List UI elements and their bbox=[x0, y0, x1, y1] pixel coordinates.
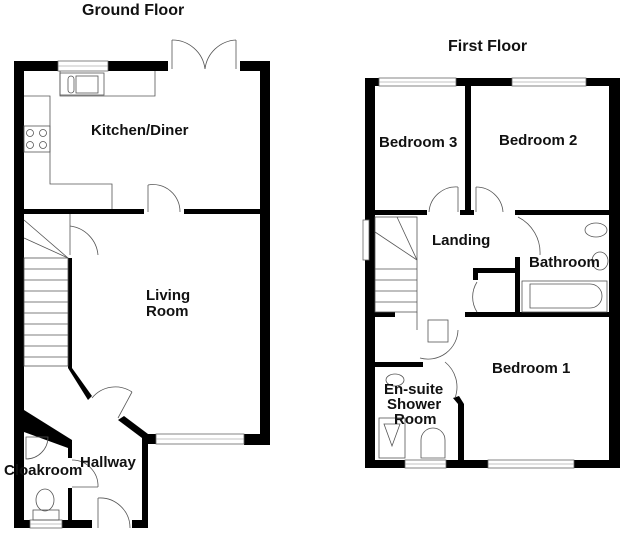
room-label-bedroom-3: Bedroom 3 bbox=[379, 134, 458, 151]
living-door bbox=[91, 386, 133, 419]
french-doors bbox=[171, 39, 237, 70]
ground-floor-title: Ground Floor bbox=[82, 2, 185, 19]
room-label-kitchen-diner: Kitchen/Diner bbox=[91, 122, 189, 139]
room-label-ensuite-line1: En-suite bbox=[384, 381, 444, 398]
ground-floor-walls bbox=[14, 61, 270, 528]
cloakroom-door bbox=[71, 459, 99, 488]
front-door bbox=[97, 497, 131, 529]
room-label-bedroom-1: Bedroom 1 bbox=[492, 360, 571, 377]
bathroom-fixtures bbox=[521, 222, 609, 313]
room-label-living-line2: Room bbox=[146, 303, 189, 320]
room-label-bathroom: Bathroom bbox=[529, 254, 600, 271]
ensuite-fixtures bbox=[378, 373, 446, 459]
room-label-ensuite-line2: Shower bbox=[387, 396, 442, 413]
kitchen-door bbox=[147, 184, 181, 213]
room-label-ensuite-line3: Room bbox=[394, 411, 437, 428]
first-floor-doors bbox=[419, 186, 541, 399]
room-label-bedroom-2: Bedroom 2 bbox=[499, 132, 578, 149]
room-label-living-line1: Living bbox=[146, 287, 191, 304]
cloakroom-fixtures bbox=[25, 436, 60, 521]
ground-stairs bbox=[23, 214, 99, 367]
kitchen-units bbox=[23, 71, 156, 209]
first-floor-title: First Floor bbox=[448, 38, 528, 55]
room-label-cloakroom: Cloakroom bbox=[4, 462, 83, 479]
room-label-landing: Landing bbox=[432, 232, 491, 249]
first-floor-walls bbox=[365, 78, 620, 468]
room-label-hallway: Hallway bbox=[80, 454, 136, 471]
first-floor-stairs bbox=[374, 216, 449, 343]
